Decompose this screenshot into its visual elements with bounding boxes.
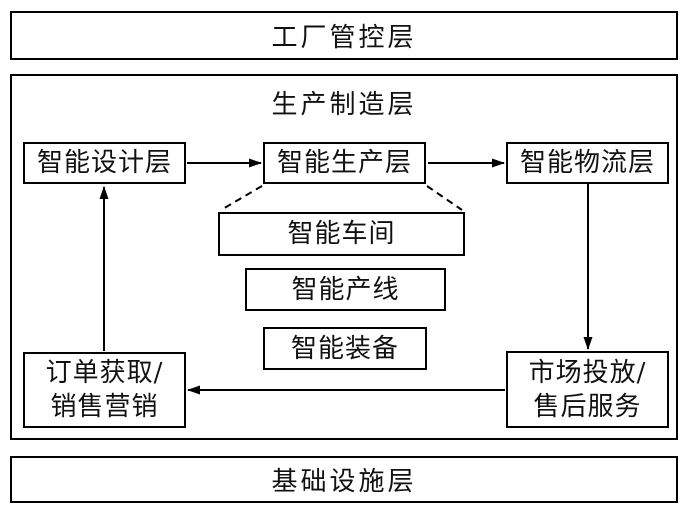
node-intelligent-equipment: 智能装备 bbox=[263, 327, 427, 370]
node-intelligent-logistics: 智能物流层 bbox=[506, 142, 669, 184]
node-market-launch-aftersales: 市场投放/ 售后服务 bbox=[506, 351, 669, 428]
node-order-acquisition-sales: 订单获取/ 销售营销 bbox=[23, 352, 186, 428]
node-order-line2: 销售营销 bbox=[50, 392, 159, 422]
node-intelligent-production-line-label: 智能产线 bbox=[291, 274, 400, 305]
node-intelligent-equipment-label: 智能装备 bbox=[290, 333, 399, 364]
node-market-line2: 售后服务 bbox=[533, 391, 642, 422]
node-market-line1: 市场投放/ bbox=[528, 357, 647, 388]
infrastructure-layer-label: 基础设施层 bbox=[271, 467, 417, 497]
node-intelligent-design: 智能设计层 bbox=[23, 142, 186, 184]
node-intelligent-production-label: 智能生产层 bbox=[276, 148, 412, 178]
node-intelligent-design-label: 智能设计层 bbox=[36, 148, 172, 178]
infrastructure-layer-box: 基础设施层 bbox=[10, 456, 678, 503]
node-intelligent-workshop: 智能车间 bbox=[218, 212, 465, 256]
manufacturing-layer-label: 生产制造层 bbox=[271, 90, 417, 120]
node-order-line1: 订单获取/ bbox=[45, 358, 164, 388]
node-intelligent-workshop-label: 智能车间 bbox=[287, 219, 396, 249]
node-intelligent-logistics-label: 智能物流层 bbox=[519, 148, 655, 178]
node-intelligent-production: 智能生产层 bbox=[263, 142, 426, 184]
factory-control-layer-label: 工厂管控层 bbox=[271, 23, 417, 53]
node-intelligent-production-line: 智能产线 bbox=[245, 268, 446, 311]
factory-control-layer-box: 工厂管控层 bbox=[10, 11, 678, 60]
